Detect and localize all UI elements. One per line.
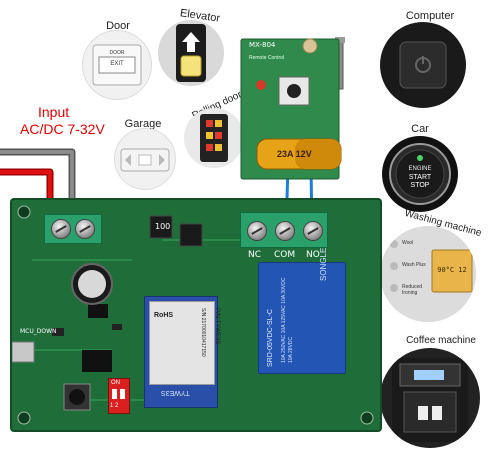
no-screw[interactable] (303, 221, 323, 241)
garage-label: Garage (124, 118, 162, 130)
wifi-module-shield: RoHS P/N:TYWE3S S/N:21700010417150 (149, 301, 220, 385)
door-circle: DOOR EXIT (82, 30, 152, 100)
elevator-circle (158, 20, 224, 86)
power-input-terminal (44, 214, 102, 244)
input-voltage-label: Input AC/DC 7-32V (20, 104, 130, 138)
wifi-module: RoHS P/N:TYWE3S S/N:21700010417150 TYWE3… (144, 296, 220, 408)
car-label: Car (411, 123, 429, 135)
computer-power-button-icon (399, 41, 447, 89)
rolling-door-circle (184, 108, 244, 168)
com-label: COM (274, 250, 296, 260)
relay-specs: 10A 250VAC 10A 125VAC 10A 30VDC 10A 28VD… (281, 277, 294, 363)
elevator-button-icon (176, 24, 206, 82)
input-screw-1[interactable] (51, 219, 71, 239)
remote-control-module: MX-804 Remote Control 23A 12V (237, 35, 349, 183)
input-screw-2[interactable] (75, 219, 95, 239)
rolling-door-switch-icon (200, 114, 228, 162)
washer-label-reduced-ironing: Reduced Ironing (402, 284, 423, 296)
dip-toggle-1 (112, 389, 117, 399)
module-sn-text: S/N:21700010417150 (200, 308, 206, 357)
main-pcb-board: 100 MCU_DOWN NC COM NO SONGLE 10A 250VAC… (10, 198, 382, 432)
nc-label: NC (248, 250, 262, 260)
dip-numbers-label: 1 2 (110, 403, 119, 409)
relay-model: SRD-05VDC-SL-C (267, 309, 274, 367)
pcb-traces (12, 205, 374, 425)
dip-toggle-2 (120, 389, 125, 399)
door-label: Door (106, 20, 130, 32)
garage-circle (114, 128, 176, 190)
input-label-line1: Input (38, 104, 70, 120)
car-button-line2: START (408, 174, 432, 181)
remote-battery-text: 23A 12V (277, 149, 312, 159)
remote-pcb-graphic (240, 37, 345, 180)
door-sign-line2: EXIT (110, 61, 124, 67)
washer-label-wool: Wool (402, 240, 414, 246)
dip-switch[interactable]: ON 1 2 (108, 378, 130, 414)
washing-machine-panel-icon (380, 226, 476, 322)
coffee-machine-label: Coffee machine (406, 335, 476, 346)
washing-machine-circle: Wool Wash Plus Reduced Ironing 90°C 12 (380, 226, 476, 322)
dip-on-label: ON (111, 380, 120, 386)
input-label-line2: AC/DC 7-32V (20, 121, 105, 137)
module-pn-text: P/N:TYWE3S (214, 308, 220, 345)
computer-circle (380, 22, 466, 108)
relay-brand: SONGLE (319, 247, 328, 281)
relay-output-terminal (240, 212, 328, 248)
car-button-line1: ENGINE (408, 166, 432, 172)
garage-remote-icon (120, 148, 170, 172)
inductor-label: 100 (155, 222, 171, 231)
mcu-down-label: MCU_DOWN (20, 328, 57, 335)
car-button-line3: STOP (410, 182, 430, 189)
relay-component: SONGLE 10A 250VAC 10A 125VAC 10A 30VDC 1… (258, 248, 346, 374)
car-circle: ENGINE START STOP (382, 136, 458, 212)
no-label: NO (306, 250, 320, 260)
nc-screw[interactable] (247, 221, 267, 241)
door-sign-line1: DOOR (109, 50, 125, 56)
washer-label-wash-plus: Wash Plus (402, 262, 426, 268)
module-model-text: TYWE3S (161, 389, 190, 396)
remote-subtitle-text: Remote Control (249, 55, 285, 61)
washer-display: 90°C 12 (437, 266, 467, 274)
rohs-text: RoHS (154, 312, 174, 319)
coffee-machine-circle (380, 348, 480, 448)
computer-label: Computer (405, 10, 455, 22)
com-screw[interactable] (275, 221, 295, 241)
door-exit-icon (92, 44, 142, 86)
engine-start-button-icon (389, 143, 451, 205)
remote-model-text: MX-804 (249, 41, 276, 49)
coffee-machine-icon (392, 358, 468, 442)
